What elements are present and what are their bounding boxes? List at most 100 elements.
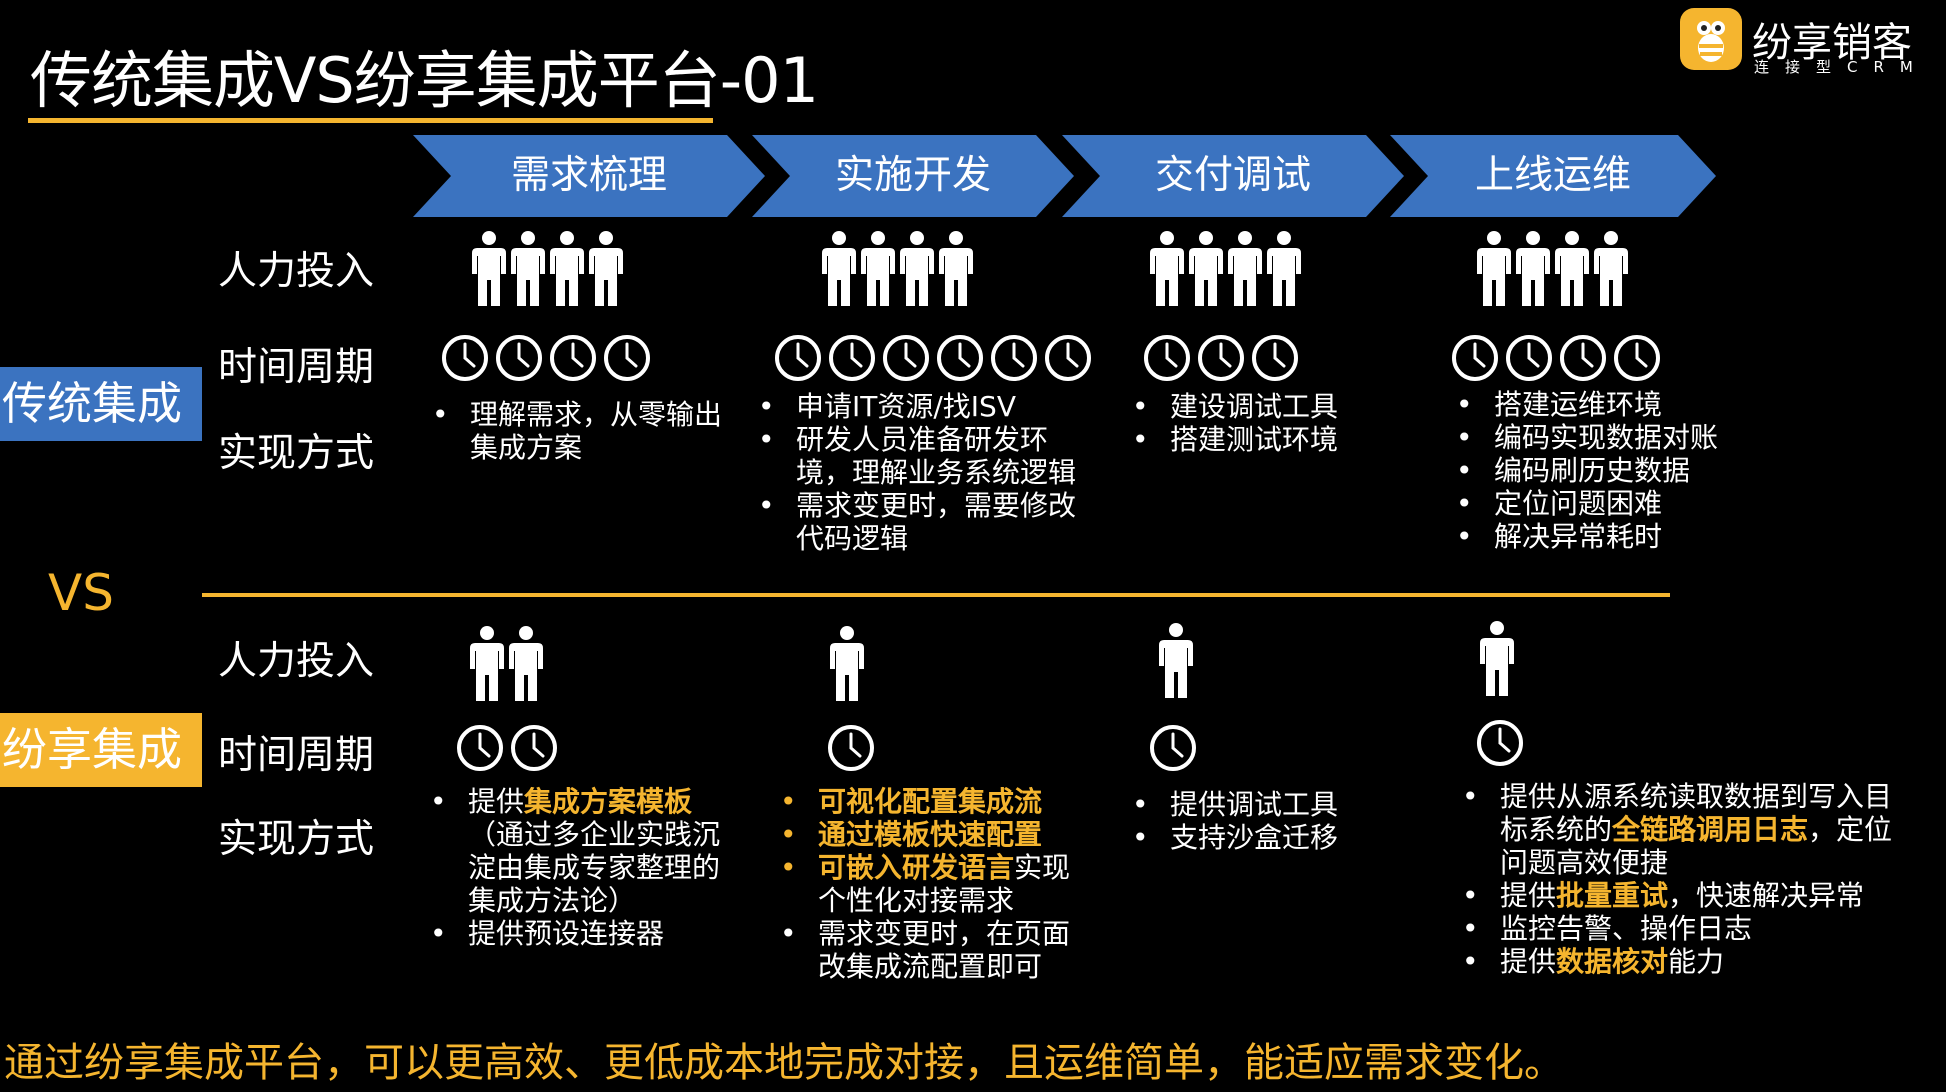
highlight-text: 全链路调用日志 bbox=[1612, 813, 1809, 846]
clock-icon bbox=[1506, 335, 1552, 381]
row-label-time: 时间周期 bbox=[218, 733, 375, 778]
traditional-people-dev bbox=[820, 230, 975, 308]
clock-icon bbox=[511, 725, 557, 771]
clock-icon bbox=[1614, 335, 1660, 381]
method-item: 提供预设连接器 bbox=[430, 917, 730, 950]
stage-requirements: 需求梳理 bbox=[413, 135, 765, 217]
method-item: 搭建运维环境 bbox=[1456, 388, 1736, 421]
fenxiang-people-ops bbox=[1478, 620, 1516, 698]
stage-delivery: 交付调试 bbox=[1062, 135, 1404, 217]
person-icon bbox=[939, 231, 973, 306]
method-item: 支持沙盒迁移 bbox=[1132, 821, 1392, 854]
stage-label: 上线运维 bbox=[1474, 153, 1631, 198]
method-item: 可嵌入研发语言实现个性化对接需求 bbox=[780, 851, 1090, 917]
traditional-clocks-ops bbox=[1450, 333, 1662, 383]
fenxiang-methods-ops: 提供从源系统读取数据到写入目标系统的全链路调用日志，定位问题高效便捷提供批量重试… bbox=[1462, 780, 1900, 978]
method-item: 研发人员准备研发环境，理解业务系统逻辑 bbox=[758, 423, 1098, 489]
person-icon bbox=[1477, 231, 1511, 306]
logo-name: 纷享销客 bbox=[1752, 20, 1912, 66]
method-item: 申请IT资源/找ISV bbox=[758, 390, 1098, 423]
row-label-method: 实现方式 bbox=[218, 817, 375, 862]
highlight-text: 通过模板快速配置 bbox=[818, 818, 1043, 851]
fenxiang-clocks-ops bbox=[1475, 718, 1525, 768]
clock-icon bbox=[442, 335, 488, 381]
clock-icon bbox=[1252, 335, 1298, 381]
person-icon bbox=[1480, 621, 1514, 696]
row-label-method: 实现方式 bbox=[218, 431, 375, 476]
row-label-people: 人力投入 bbox=[218, 639, 375, 684]
clock-icon bbox=[550, 335, 596, 381]
bee-logo-icon bbox=[1680, 8, 1742, 70]
method-item: 建设调试工具 bbox=[1132, 390, 1392, 423]
clock-icon bbox=[991, 335, 1037, 381]
highlight-text: 可视化配置集成流 bbox=[818, 785, 1043, 818]
stage-label: 需求梳理 bbox=[510, 153, 667, 198]
person-icon bbox=[1594, 231, 1628, 306]
clock-icon bbox=[1045, 335, 1091, 381]
person-icon bbox=[861, 231, 895, 306]
highlight-text: 集成方案模板 bbox=[524, 785, 693, 818]
method-item: 提供数据核对能力 bbox=[1462, 945, 1900, 978]
method-item: 监控告警、操作日志 bbox=[1462, 912, 1900, 945]
clock-icon bbox=[1144, 335, 1190, 381]
stage-operations: 上线运维 bbox=[1390, 135, 1716, 217]
person-icon bbox=[1555, 231, 1589, 306]
person-icon bbox=[1150, 231, 1184, 306]
person-icon bbox=[822, 231, 856, 306]
highlight-text: 可嵌入研发语言 bbox=[818, 851, 1015, 884]
clock-icon bbox=[1150, 725, 1196, 771]
fenxiang-people-dev bbox=[828, 625, 866, 703]
fenxiang-methods-delivery: 提供调试工具支持沙盒迁移 bbox=[1132, 788, 1392, 854]
traditional-methods-dev: 申请IT资源/找ISV研发人员准备研发环境，理解业务系统逻辑需求变更时，需要修改… bbox=[758, 390, 1098, 555]
clock-icon bbox=[1477, 720, 1523, 766]
traditional-label: 传统集成 bbox=[0, 367, 202, 441]
method-item: 需求变更时，需要修改代码逻辑 bbox=[758, 489, 1098, 555]
page-title: 传统集成VS纷享集成平台-01 bbox=[30, 44, 819, 117]
clock-icon bbox=[775, 335, 821, 381]
person-icon bbox=[1267, 231, 1301, 306]
method-item: 理解需求，从零输出集成方案 bbox=[432, 398, 722, 464]
fenxiang-clocks-delivery bbox=[1148, 723, 1198, 773]
traditional-people-delivery bbox=[1148, 230, 1303, 308]
traditional-people-demand bbox=[470, 230, 625, 308]
traditional-clocks-dev bbox=[773, 333, 1093, 383]
highlight-text: 数据核对 bbox=[1556, 945, 1669, 978]
method-item: 提供调试工具 bbox=[1132, 788, 1392, 821]
method-item: 可视化配置集成流 bbox=[780, 785, 1090, 818]
method-item: 搭建测试环境 bbox=[1132, 423, 1392, 456]
person-icon bbox=[900, 231, 934, 306]
person-icon bbox=[830, 626, 864, 701]
person-icon bbox=[511, 231, 545, 306]
traditional-people-ops bbox=[1475, 230, 1630, 308]
logo-tagline: 连接型CRM bbox=[1754, 58, 1929, 76]
person-icon bbox=[550, 231, 584, 306]
clock-icon bbox=[828, 725, 874, 771]
method-item: 编码实现数据对账 bbox=[1456, 421, 1736, 454]
clock-icon bbox=[883, 335, 929, 381]
clock-icon bbox=[457, 725, 503, 771]
stage-label: 实施开发 bbox=[834, 153, 991, 198]
method-item: 编码刷历史数据 bbox=[1456, 454, 1736, 487]
stage-label: 交付调试 bbox=[1154, 153, 1311, 198]
person-icon bbox=[472, 231, 506, 306]
clock-icon bbox=[937, 335, 983, 381]
clock-icon bbox=[604, 335, 650, 381]
fenxiang-people-delivery bbox=[1157, 622, 1195, 700]
row-label-time: 时间周期 bbox=[218, 345, 375, 390]
person-icon bbox=[509, 626, 543, 701]
fenxiang-people-demand bbox=[468, 625, 545, 703]
person-icon bbox=[1159, 623, 1193, 698]
method-item: 定位问题困难 bbox=[1456, 487, 1736, 520]
person-icon bbox=[1189, 231, 1223, 306]
title-underline bbox=[28, 118, 713, 123]
row-label-people: 人力投入 bbox=[218, 249, 375, 294]
fenxiang-clocks-demand bbox=[455, 723, 559, 773]
fenxiang-clocks-dev bbox=[826, 723, 876, 773]
traditional-methods-delivery: 建设调试工具搭建测试环境 bbox=[1132, 390, 1392, 456]
person-icon bbox=[1228, 231, 1262, 306]
highlight-text: 批量重试 bbox=[1556, 879, 1669, 912]
method-item: 解决异常耗时 bbox=[1456, 520, 1736, 553]
method-item: 需求变更时，在页面改集成流配置即可 bbox=[780, 917, 1090, 983]
traditional-clocks-delivery bbox=[1142, 333, 1300, 383]
vs-label: VS bbox=[48, 564, 114, 622]
